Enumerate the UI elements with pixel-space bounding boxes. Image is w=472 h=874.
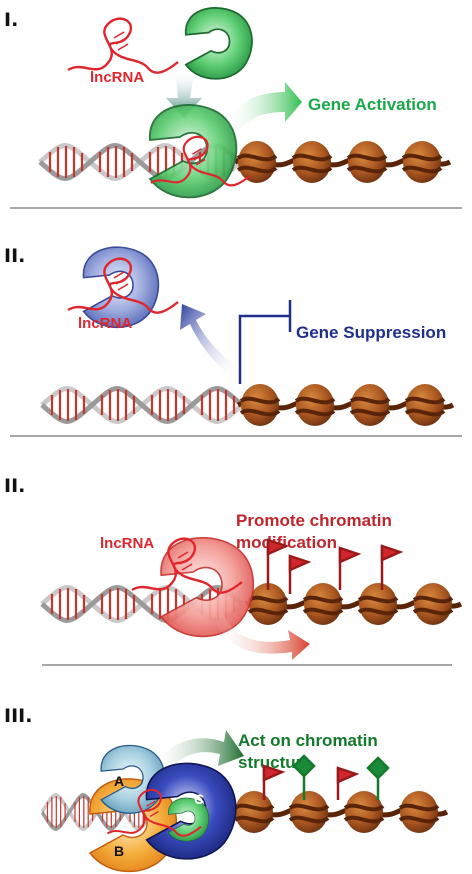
chromatin-modification-label-line2: modification	[236, 533, 337, 552]
protein-complex-icon	[184, 7, 253, 80]
histone-flag-icon	[266, 538, 404, 594]
complex-a-label: A	[114, 773, 124, 789]
lncrna-label: lncRNA	[90, 69, 144, 86]
panel-number: II.	[4, 245, 25, 267]
chromatin-structure-label-line1: Act on chromatin	[238, 731, 378, 750]
panel-number: I.	[4, 9, 18, 31]
panel-1: I. lncRNA Gene Activation	[4, 7, 462, 209]
chromatin-strand-icon	[238, 384, 453, 426]
panel-2: II. lncRNA Gene Suppression	[4, 245, 462, 437]
structure-arrow-icon	[150, 730, 244, 778]
panel-3: II. Promote chromatin modification lncRN…	[4, 475, 461, 666]
modification-arrow-icon	[214, 612, 310, 660]
release-arrow-icon	[180, 304, 236, 378]
histone-mark-diamond-icon	[292, 754, 390, 800]
lncrna-strand-icon	[66, 17, 180, 74]
lncrna-label: lncRNA	[78, 315, 132, 332]
protein-complex-icon	[160, 536, 255, 638]
activation-arrow-icon	[225, 82, 302, 132]
inhibition-bar-icon	[238, 300, 292, 384]
chromatin-strand-icon	[235, 141, 450, 183]
bound-protein-icon	[148, 104, 238, 199]
gene-suppression-label: Gene Suppression	[296, 323, 446, 342]
histone-flag-icon	[262, 764, 360, 800]
complex-c-label: C	[194, 791, 204, 807]
panel-4: III. Act on chromatin structure	[4, 705, 447, 873]
gene-activation-label: Gene Activation	[308, 95, 437, 114]
chromatin-structure-label-line2: structure	[238, 753, 312, 772]
lncrna-label: lncRNA	[100, 535, 154, 552]
chromatin-strand-icon	[246, 583, 461, 625]
complex-b-label: B	[114, 843, 124, 859]
chromatin-modification-label-line1: Promote chromatin	[236, 511, 392, 530]
panel-number: III.	[4, 705, 32, 727]
dna-helix-icon	[42, 389, 242, 422]
panel-number: II.	[4, 475, 25, 497]
